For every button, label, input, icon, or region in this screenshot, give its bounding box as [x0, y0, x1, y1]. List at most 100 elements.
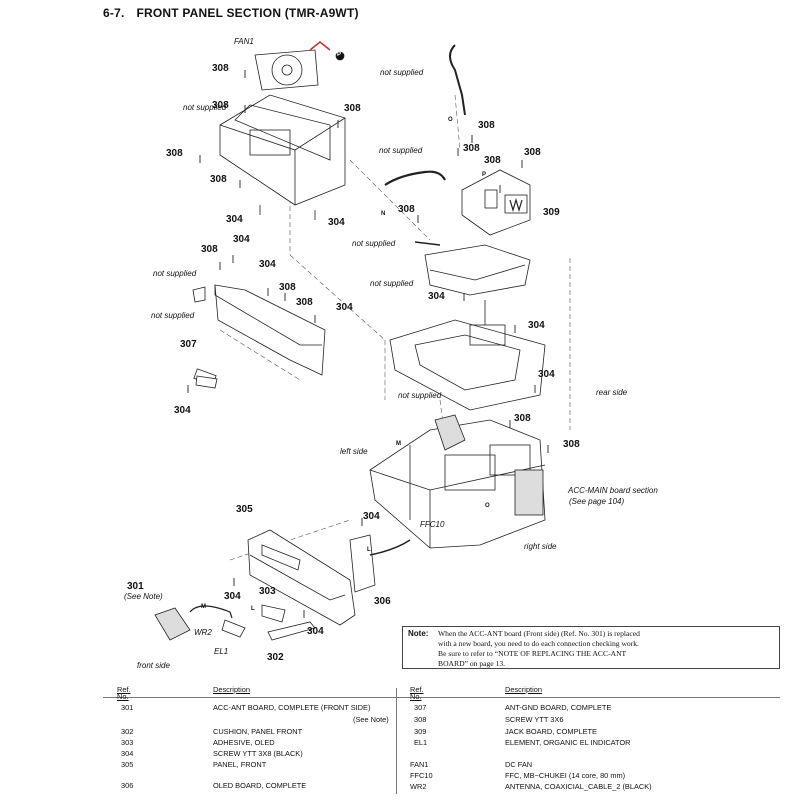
- chassis-frame-part: [389, 300, 546, 411]
- note-line: with a new board, you need to do each co…: [438, 639, 639, 648]
- callout-304: 304: [328, 217, 345, 228]
- section-title-text: FRONT PANEL SECTION (TMR-A9WT): [136, 6, 359, 20]
- callout-304: 304: [259, 259, 276, 270]
- part-ref: 307: [414, 703, 427, 712]
- note-heading: Note:: [408, 629, 429, 638]
- callout-301: 301: [127, 581, 144, 592]
- callout-308: 308: [463, 143, 480, 154]
- fan-bracket-part: [219, 94, 346, 220]
- callout-308: 308: [212, 100, 229, 111]
- ref-no-header: Ref. No.: [117, 685, 131, 702]
- label-right-side: right side: [524, 542, 557, 551]
- part-desc: OLED BOARD, COMPLETE: [213, 781, 307, 790]
- label-not-supplied: not supplied: [398, 391, 442, 400]
- part-desc: FFC, MB~CHUKEI (14 core, 80 mm): [505, 771, 626, 780]
- callout-304: 304: [307, 626, 324, 637]
- callout-308: 308: [563, 439, 580, 450]
- description-header: Description: [213, 685, 250, 694]
- ref-no-header: Ref. No.: [410, 685, 424, 702]
- part-ref: WR2: [410, 782, 427, 791]
- callout-308: 308: [398, 204, 415, 215]
- callout-307: 307: [180, 339, 197, 350]
- part-desc: ANTENNA, COAXICIAL_CABLE_2 (BLACK): [505, 782, 652, 791]
- connector-p-marker: P: [482, 172, 487, 178]
- note-line: When the ACC-ANT board (Front side) (Ref…: [438, 629, 640, 638]
- label-wr2: WR2: [194, 628, 212, 637]
- screws: [187, 70, 549, 618]
- part-desc: JACK BOARD, COMPLETE: [505, 727, 597, 736]
- callout-308: 308: [166, 148, 183, 159]
- callout-303: 303: [259, 586, 276, 597]
- connector-l-marker: L: [251, 606, 255, 612]
- label-fan1: FAN1: [234, 37, 254, 46]
- callout-304: 304: [528, 320, 545, 331]
- ant-gnd-board-part: [195, 375, 218, 389]
- label-not-supplied: not supplied: [370, 279, 414, 288]
- oled-board-part: [349, 534, 411, 593]
- callout-308: 308: [279, 282, 296, 293]
- description-header: Description: [505, 685, 542, 694]
- label-rear-side: rear side: [596, 388, 628, 397]
- callout-308: 308: [296, 297, 313, 308]
- label-ffc10: FFC10: [420, 520, 445, 529]
- label-front-side: front side: [137, 661, 170, 670]
- callout-308: 308: [210, 174, 227, 185]
- label-left-side: left side: [340, 447, 368, 456]
- label-not-supplied: not supplied: [151, 311, 195, 320]
- part-desc: ACC-ANT BOARD, COMPLETE (FRONT SIDE): [213, 703, 371, 712]
- connector-o-marker: O: [448, 117, 453, 123]
- callout-306: 306: [374, 596, 391, 607]
- part-ref: FFC10: [410, 771, 433, 780]
- section-number: 6-7.: [103, 6, 125, 20]
- note-line: Be sure to refer to “NOTE OF REPLACING T…: [438, 649, 627, 658]
- label-not-supplied: not supplied: [380, 68, 424, 77]
- section-title: 6-7. FRONT PANEL SECTION (TMR-A9WT): [103, 6, 359, 20]
- callout-308: 308: [212, 63, 229, 74]
- acc-ant-board-part: [154, 604, 316, 641]
- part-ref: 309: [414, 727, 427, 736]
- part-ref: 304: [121, 749, 134, 758]
- label-acc-main-section: ACC-MAIN board section: [568, 486, 658, 495]
- callout-304: 304: [224, 591, 241, 602]
- jack-board-part: [461, 169, 531, 236]
- callout-304: 304: [363, 511, 380, 522]
- callout-308: 308: [344, 103, 361, 114]
- part-ref: 305: [121, 760, 134, 769]
- part-ref: 306: [121, 781, 134, 790]
- label-el1: EL1: [214, 647, 229, 656]
- table-divider: [103, 697, 780, 698]
- callout-304: 304: [233, 234, 250, 245]
- part-ref: FAN1: [410, 760, 429, 769]
- part-ref: 308: [414, 715, 427, 724]
- part-desc: DC FAN: [505, 760, 533, 769]
- part-desc: SCREW YTT 3X6: [505, 715, 564, 724]
- callout-308: 308: [484, 155, 501, 166]
- callout-304: 304: [226, 214, 243, 225]
- part-desc: ANT-GND BOARD, COMPLETE: [505, 703, 612, 712]
- callout-304: 304: [336, 302, 353, 313]
- part-extra: (See Note): [353, 715, 389, 724]
- connector-n-marker: N: [381, 211, 386, 217]
- part-desc: PANEL, FRONT: [213, 760, 267, 769]
- part-desc: SCREW YTT 3X8 (BLACK): [213, 749, 303, 758]
- upper-frame-part: [414, 241, 531, 296]
- label-not-supplied: not supplied: [352, 239, 396, 248]
- replacement-note: Note: When the ACC-ANT board (Front side…: [402, 626, 780, 669]
- connector-o-marker: O: [485, 503, 490, 509]
- label-not-supplied: not supplied: [379, 146, 423, 155]
- callout-302: 302: [267, 652, 284, 663]
- part-ref: EL1: [414, 738, 428, 747]
- connector-p-marker: P: [337, 52, 342, 58]
- table-column-divider: [396, 688, 397, 794]
- label-not-supplied: not supplied: [183, 103, 227, 112]
- fan1-part: [254, 40, 345, 91]
- note-line: BOARD” on page 13.: [438, 659, 506, 668]
- label-acc-main-page-ref: (See page 104): [569, 497, 625, 506]
- callout-309: 309: [543, 207, 560, 218]
- callout-304: 304: [428, 291, 445, 302]
- connector-l-marker: L: [367, 547, 371, 553]
- part-desc: CUSHION, PANEL FRONT: [213, 727, 303, 736]
- callout-308: 308: [524, 147, 541, 158]
- acc-main-chassis-part: [369, 414, 546, 549]
